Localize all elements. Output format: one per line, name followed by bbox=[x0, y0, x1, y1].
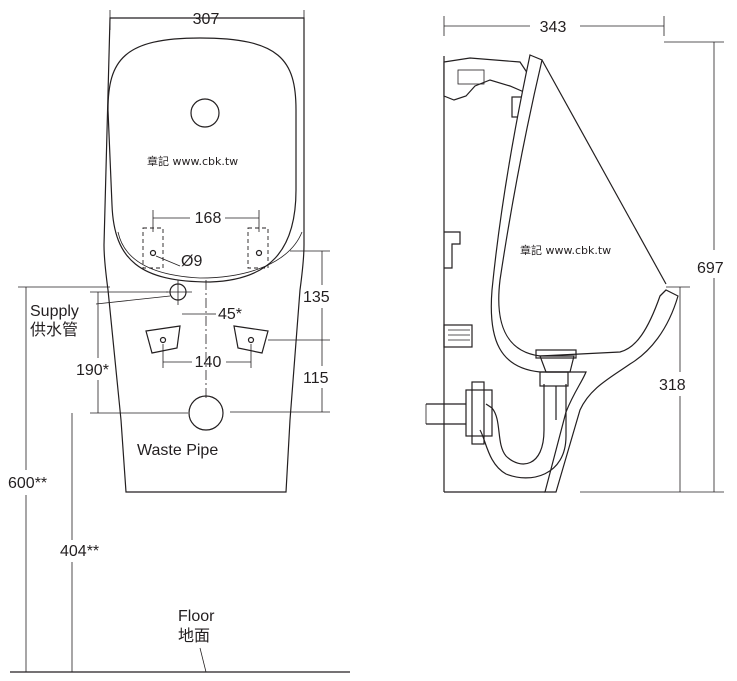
waste-pipe bbox=[188, 395, 224, 431]
supply-label: Supply bbox=[30, 303, 79, 320]
dim-lip-height-318: 318 bbox=[659, 377, 686, 394]
floor-label: Floor bbox=[178, 608, 215, 625]
trap-outlet bbox=[539, 355, 575, 373]
dim-lower-vertical-115: 115 bbox=[303, 370, 329, 387]
bowl-section bbox=[490, 54, 679, 493]
bowl-outline bbox=[107, 37, 297, 283]
watermark-front: 章記 www.cbk.tw bbox=[147, 154, 238, 168]
supply-label-cn: 供水管 bbox=[30, 321, 78, 339]
dim-lower-bracket-140: 140 bbox=[195, 354, 222, 371]
bowl-rim-line bbox=[117, 231, 303, 279]
waste-pipe-label: Waste Pipe bbox=[137, 442, 218, 459]
waste-connector bbox=[465, 389, 493, 437]
watermark-side: 章記 www.cbk.tw bbox=[520, 243, 611, 257]
front-face-line bbox=[541, 59, 667, 285]
dim-width-307: 307 bbox=[193, 11, 220, 28]
dim-offset-45: 45* bbox=[218, 306, 242, 323]
lower-hanger bbox=[443, 324, 473, 348]
dim-bracket-168: 168 bbox=[195, 210, 222, 227]
upper-hanger bbox=[444, 231, 461, 269]
dim-depth-343: 343 bbox=[540, 19, 567, 36]
dim-upper-vertical-135: 135 bbox=[303, 289, 330, 306]
front-view: 307 168 Ø9 Supply 供水管 45* bbox=[8, 10, 350, 673]
side-view: 343 bbox=[425, 16, 724, 493]
dim-hole-diameter: Ø9 bbox=[181, 253, 202, 270]
floor-label-cn: 地面 bbox=[178, 627, 210, 645]
dim-total-height-600: 600** bbox=[8, 475, 47, 492]
dim-height-697: 697 bbox=[697, 260, 724, 277]
top-spud-hole bbox=[190, 98, 220, 128]
dim-waste-height-404: 404** bbox=[60, 543, 99, 560]
lower-bracket-left bbox=[145, 325, 181, 354]
front-outline bbox=[103, 17, 305, 493]
upper-bracket-left bbox=[142, 227, 164, 269]
dim-supply-height-190: 190* bbox=[76, 362, 109, 379]
lower-bracket-right bbox=[233, 325, 269, 354]
top-spud-section bbox=[443, 57, 531, 101]
trap-pipe bbox=[479, 384, 567, 479]
upper-bracket-right bbox=[247, 227, 269, 269]
